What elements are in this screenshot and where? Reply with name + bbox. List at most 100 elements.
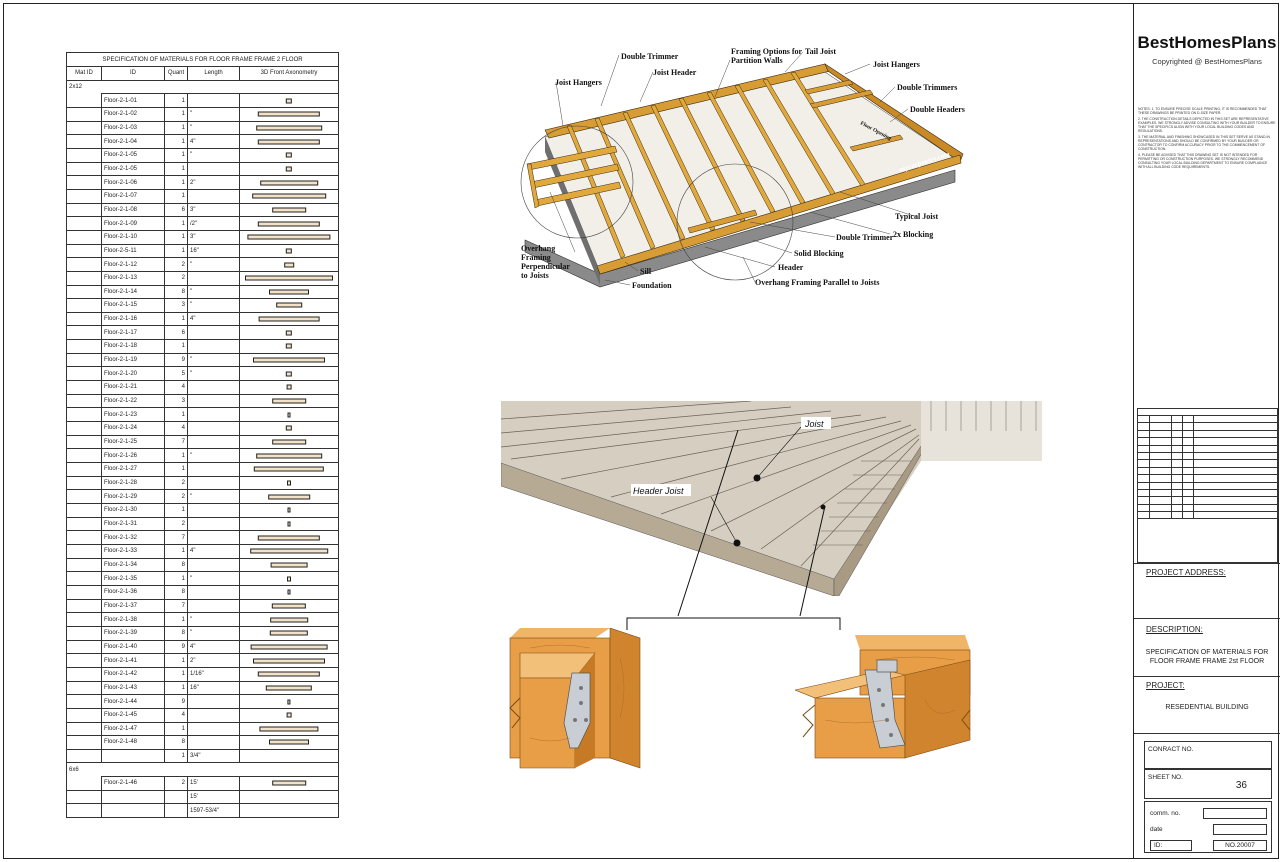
note-4: 4. PLEASE BE ADVISED THAT THIS DRAWING S…	[1138, 153, 1268, 169]
length-cell: 16"	[187, 243, 240, 259]
revision-cell	[1171, 414, 1183, 424]
length-cell	[187, 503, 240, 518]
axonometry-thumb-wrap	[242, 532, 336, 544]
id-cell: Floor-2-1-42	[101, 666, 165, 682]
mat-id-cell	[66, 380, 102, 395]
length-cell	[187, 188, 240, 204]
revision-cell	[1149, 459, 1172, 468]
revision-cell	[1182, 503, 1194, 513]
mat-id-cell	[66, 121, 102, 136]
axonometry-thumb-wrap	[242, 668, 336, 680]
summary-row: 15'	[66, 789, 340, 805]
axonometry-cell	[238, 721, 340, 737]
length-cell	[187, 407, 240, 423]
length-cell	[187, 161, 240, 177]
board-thumbnail	[271, 603, 307, 609]
board-thumbnail	[258, 316, 320, 322]
mat-id-cell	[66, 612, 102, 627]
axonometry-cell	[238, 393, 340, 409]
col-quant: Quant	[164, 66, 188, 81]
quant-cell: 1	[164, 448, 188, 464]
axonometry-cell	[238, 93, 340, 108]
id-cell: Floor-2-5-11	[101, 243, 165, 259]
axonometry-cell	[238, 243, 340, 259]
id-cell: Floor-2-1-39	[101, 625, 165, 641]
axonometry-thumb-wrap	[242, 300, 336, 312]
copyright-text: Copyrighted @ BestHomesPlans	[1152, 57, 1262, 66]
id-cell: Floor-2-1-05	[101, 147, 165, 163]
project-address-label: PROJECT ADDRESS:	[1146, 568, 1226, 577]
revision-row	[1137, 414, 1279, 424]
axonometry-thumb-wrap	[242, 327, 336, 339]
label-framing-options-1: Framing Options for	[731, 47, 803, 56]
mat-id-cell	[66, 748, 102, 764]
length-cell: 15'	[187, 776, 240, 791]
length-cell: 1/16"	[187, 666, 240, 682]
axonometry-thumb-wrap	[242, 614, 336, 626]
label-sill: Sill	[640, 267, 652, 276]
axonometry-cell	[238, 571, 340, 586]
quant-cell: 1	[164, 93, 188, 108]
axonometry-cell	[238, 284, 340, 300]
revision-cell	[1193, 488, 1279, 498]
revision-cell	[1137, 488, 1150, 498]
length-cell	[187, 707, 240, 723]
axonometry-cell	[238, 311, 340, 327]
board-thumbnail	[287, 507, 291, 513]
quant-cell: 7	[164, 530, 188, 545]
id-cell: Floor-2-1-47	[101, 721, 165, 737]
board-thumbnail	[285, 330, 293, 336]
mat-id-cell	[66, 244, 102, 259]
revision-row	[1137, 488, 1279, 498]
mat-id-cell	[66, 544, 102, 559]
axonometry-cell	[238, 448, 340, 464]
quant-cell: 8	[164, 735, 188, 750]
board-thumbnail	[276, 302, 302, 308]
quant-cell: 1	[164, 216, 188, 231]
revision-cell	[1182, 459, 1194, 468]
mat-id-cell	[66, 134, 102, 149]
quant-cell: 1	[164, 311, 188, 327]
divider	[1134, 676, 1280, 677]
label-double-trimmers: Double Trimmers	[897, 83, 957, 92]
quant-cell: 1	[164, 229, 188, 245]
revision-row	[1137, 444, 1279, 453]
id-cell: Floor-2-1-05	[101, 161, 165, 177]
board-thumbnail	[252, 193, 326, 199]
group-row: 2x12	[65, 79, 340, 94]
board-thumbnail	[284, 262, 294, 268]
axonometry-cell	[238, 175, 340, 190]
quant-cell: 2	[164, 270, 188, 286]
axonometry-cell	[238, 366, 340, 382]
axonometry-cell	[238, 598, 340, 614]
length-cell: "	[187, 612, 240, 627]
revision-cell	[1149, 437, 1172, 446]
label-double-trimmer-bottom: Double Trimmer	[836, 233, 894, 242]
axonometry-cell	[238, 229, 340, 245]
axonometry-cell	[238, 298, 340, 313]
general-notes: NOTES: 1. TO ENSURE PRECISE SCALE PRINTI…	[1138, 107, 1276, 171]
mat-id-cell	[66, 93, 102, 108]
revision-cell	[1171, 511, 1183, 520]
length-cell: 16"	[187, 680, 240, 696]
axonometry-thumb-wrap	[242, 368, 336, 380]
board-thumbnail	[257, 671, 321, 677]
axonometry-thumb-wrap	[242, 559, 336, 571]
revision-cell	[1171, 503, 1183, 513]
quant-cell: 1	[164, 503, 188, 518]
mat-id-cell	[66, 339, 102, 354]
revision-cell	[1149, 481, 1172, 490]
axonometry-cell	[238, 216, 340, 231]
joist-hanger-detail-right	[795, 635, 971, 759]
length-cell	[187, 694, 240, 709]
board-thumbnail	[257, 139, 321, 145]
mat-id-cell	[66, 421, 102, 436]
mat-id-cell	[66, 435, 102, 450]
project-label: PROJECT:	[1146, 681, 1185, 690]
length-cell: "	[187, 489, 240, 504]
